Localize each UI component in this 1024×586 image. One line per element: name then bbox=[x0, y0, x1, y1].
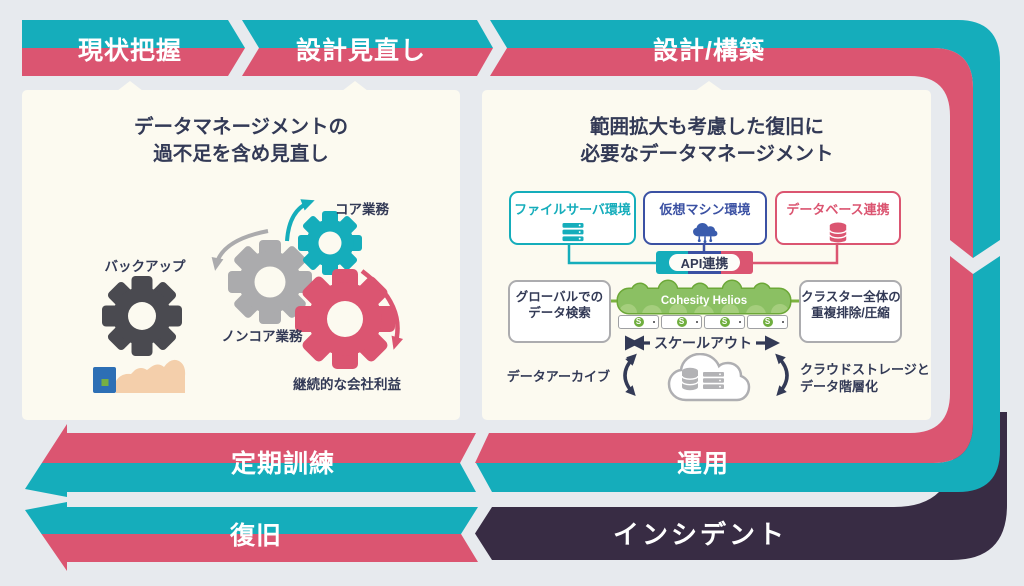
cohesity-node-icon: S bbox=[676, 317, 687, 327]
training-arrow-crimson bbox=[41, 424, 477, 463]
core-business-label: コア業務 bbox=[335, 202, 389, 217]
server-icon bbox=[562, 222, 583, 242]
global-search-line2: データ検索 bbox=[528, 306, 591, 320]
node-port-dot bbox=[696, 321, 698, 323]
cloud-tiering-line1: クラウドストレージと bbox=[800, 362, 930, 377]
file-server-label: ファイルサーバ環境 bbox=[514, 202, 631, 217]
gear-noncore-icon bbox=[228, 240, 312, 324]
api-integration-badge: API連携 bbox=[656, 251, 753, 274]
operation-band-teal bbox=[476, 256, 1000, 492]
scale-out-label: スケールアウト bbox=[650, 333, 756, 353]
flow-step-incident: インシデント bbox=[612, 519, 788, 550]
virtual-machine-box: 仮想マシン環境 bbox=[643, 191, 767, 245]
dedupe-line2: 重複排除/圧縮 bbox=[811, 306, 890, 320]
backup-label: バックアップ bbox=[104, 259, 186, 274]
left-panel-title-line2: 過不足を含め見直し bbox=[153, 143, 329, 165]
flow-step-operation: 運用 bbox=[676, 450, 730, 478]
cloud-tiering-label: クラウドストレージと データ階層化 bbox=[800, 361, 930, 395]
step1-chevron-crimson bbox=[22, 48, 245, 76]
gear-profit-icon bbox=[295, 269, 395, 369]
database-box: データベース連携 bbox=[775, 191, 901, 245]
design-build-band-teal bbox=[490, 20, 1000, 258]
cycle-arrow-gray-icon bbox=[211, 229, 269, 271]
database-icon bbox=[829, 222, 847, 243]
operation-band-crimson bbox=[475, 256, 973, 463]
incident-band bbox=[475, 412, 1007, 560]
global-search-box: グローバルでの データ検索 bbox=[508, 280, 611, 343]
cluster-node: S bbox=[618, 315, 659, 329]
flow-step-recovery: 復旧 bbox=[229, 522, 283, 550]
cloud-tiering-line2: データ階層化 bbox=[800, 379, 879, 394]
cycle-arrow-teal-icon bbox=[285, 199, 315, 242]
cloud-icon bbox=[693, 222, 718, 243]
left-panel-notch-1 bbox=[117, 81, 143, 91]
left-panel-title: データマネージメントの 過不足を含め見直し bbox=[134, 114, 348, 168]
gear-core-icon bbox=[298, 211, 362, 275]
recovery-arrow-crimson bbox=[41, 534, 478, 571]
gear-backup-icon bbox=[102, 276, 182, 356]
hand-icon bbox=[93, 359, 186, 393]
recovery-arrow-teal bbox=[25, 502, 478, 534]
cohesity-node-icon: S bbox=[762, 317, 773, 327]
archive-sync-arrow bbox=[623, 353, 637, 396]
api-integration-label: API連携 bbox=[669, 254, 740, 271]
helios-cloud bbox=[616, 279, 792, 315]
dedupe-line1: クラスター全体の bbox=[801, 290, 901, 304]
node-port-dot bbox=[739, 321, 741, 323]
dedupe-compression-box: クラスター全体の 重複排除/圧縮 bbox=[799, 280, 902, 343]
step2-chevron-crimson bbox=[242, 48, 493, 76]
profit-label: 継続的な会社利益 bbox=[293, 377, 401, 392]
left-panel-notch-2 bbox=[342, 81, 368, 91]
right-panel-title: 範囲拡大も考慮した復旧に 必要なデータマネージメント bbox=[580, 114, 833, 168]
file-server-box: ファイルサーバ環境 bbox=[509, 191, 636, 245]
step2-chevron-teal bbox=[242, 20, 493, 48]
cycle-arrow-crimson-icon bbox=[360, 269, 404, 350]
archive-database-icon bbox=[681, 367, 699, 391]
flow-step-current-state: 現状把握 bbox=[77, 37, 183, 65]
cohesity-node-icon: S bbox=[719, 317, 730, 327]
right-panel-title-line1: 範囲拡大も考慮した復旧に bbox=[589, 116, 824, 138]
api-connector-file bbox=[567, 245, 657, 265]
step1-chevron-teal bbox=[22, 20, 245, 48]
cluster-node: S bbox=[661, 315, 702, 329]
noncore-business-label: ノンコア業務 bbox=[221, 329, 303, 344]
archive-server-icon bbox=[703, 372, 724, 389]
training-arrow-teal bbox=[25, 463, 476, 497]
left-panel-title-line1: データマネージメントの bbox=[133, 116, 349, 138]
design-build-band-crimson bbox=[490, 48, 973, 258]
flow-step-training: 定期訓練 bbox=[230, 450, 336, 478]
right-panel-notch bbox=[695, 81, 723, 91]
flow-step-design-build: 設計/構築 bbox=[653, 37, 765, 65]
right-panel-title-line2: 必要なデータマネージメント bbox=[580, 143, 834, 165]
cloud-storage-icon bbox=[667, 352, 751, 402]
tiering-sync-arrow bbox=[775, 353, 789, 396]
api-connector-db bbox=[752, 245, 839, 265]
cluster-node: S bbox=[747, 315, 788, 329]
data-archive-label: データアーカイブ bbox=[506, 369, 610, 384]
node-port-dot bbox=[653, 321, 655, 323]
node-port-dot bbox=[782, 321, 784, 323]
database-label: データベース連携 bbox=[786, 202, 890, 217]
cluster-node: S bbox=[704, 315, 745, 329]
helios-label: Cohesity Helios bbox=[660, 295, 748, 307]
flow-step-design-review: 設計見直し bbox=[295, 37, 427, 65]
virtual-machine-label: 仮想マシン環境 bbox=[659, 202, 751, 217]
global-search-line1: グローバルでの bbox=[515, 290, 604, 304]
cohesity-node-icon: S bbox=[633, 317, 644, 327]
